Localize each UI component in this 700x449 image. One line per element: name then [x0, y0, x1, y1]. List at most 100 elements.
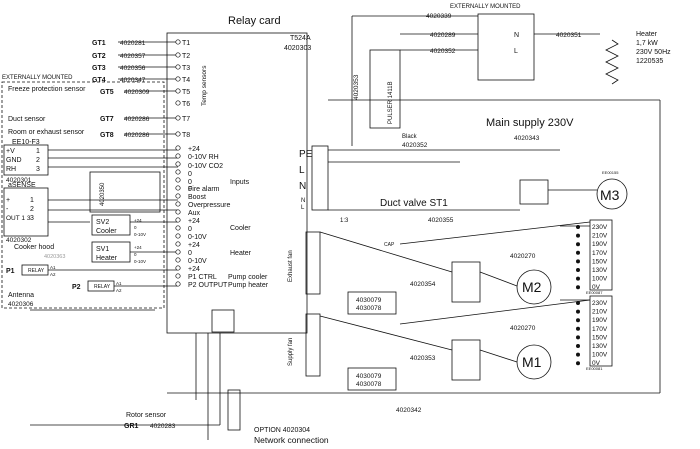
cooker-hood-label: Cooker hood: [14, 244, 54, 251]
terminal-dot: [175, 209, 181, 215]
sensor-gt1-tag: GT1: [92, 40, 106, 47]
pump-term-2: P2 OUTPUT: [188, 282, 228, 289]
duct-valve-cap: CAP: [384, 242, 395, 248]
heater-cable-out: 4020351: [556, 32, 582, 39]
terminal-dot: [175, 100, 181, 106]
terminal-dot: [175, 115, 181, 121]
ee10-pin-2: GND: [6, 157, 22, 164]
mains-term-pe: PE: [299, 149, 313, 160]
sv1-small-1: 0: [134, 252, 137, 257]
mains-terminal-block: [311, 145, 329, 211]
tap-dot: [576, 344, 580, 348]
mains-term-n2: N: [301, 198, 305, 204]
cooler-term-1: 0: [188, 226, 192, 233]
tap-label: 230V: [592, 224, 608, 231]
cooler-term-2: 0-10V: [188, 234, 207, 241]
mains-term-l2: L: [301, 205, 305, 211]
tap-dot: [576, 326, 580, 331]
terminal-dot: [175, 76, 181, 82]
tap-dot: [576, 335, 580, 340]
sv2-small-2: 0-10V: [134, 232, 146, 237]
in-term-fire: Fire alarm: [188, 186, 220, 193]
exhaust-fan-label: Exhaust fan: [288, 250, 294, 282]
exhaust-part-0: 4030079: [356, 297, 382, 304]
heater-term-1: 0: [188, 250, 192, 257]
heater-coil: [605, 39, 619, 85]
tap-label: 130V: [592, 267, 608, 274]
sensor-gt5-part: 4020309: [124, 89, 150, 96]
term-t1: T1: [182, 40, 190, 47]
exhaust-part-1: 4030078: [356, 305, 382, 312]
heater-text-3: 1220535: [636, 58, 663, 65]
motor-m3-code: EE00155: [602, 170, 619, 175]
ee10-pin-3: RH: [6, 166, 16, 173]
asense-num-1: 1: [30, 197, 34, 204]
pump-label-1: Pump heater: [228, 282, 269, 289]
heater-text-0: Heater: [636, 31, 658, 38]
rotor-tag: GR1: [124, 423, 139, 430]
sensor-gt3-part: 4020356: [120, 65, 146, 72]
sv2-small-0: +24: [134, 218, 142, 223]
asense-pin-2: -: [6, 206, 9, 213]
asense-part: 4020302: [6, 237, 32, 244]
ext-mounted-top: EXTERNALLY MOUNTED: [450, 4, 521, 10]
heater-text-2: 230V 50Hz: [636, 49, 671, 56]
cooler-label: Cooler: [230, 225, 251, 232]
ee10-num-2: 2: [36, 157, 40, 164]
sensor-gt7-part: 4020286: [124, 116, 150, 123]
black-part: 4020352: [402, 142, 428, 149]
ee10-num-3: 3: [36, 166, 40, 173]
supply-part-0: 4030079: [356, 373, 382, 380]
in-term-boost: Boost: [188, 194, 206, 201]
exhaust-code: EE00087: [586, 290, 603, 295]
tap-label: 170V: [592, 326, 608, 333]
asense-box: [3, 187, 49, 237]
heater-text-1: 1,7 kW: [636, 40, 658, 47]
sv1-small-2: 0-10V: [134, 259, 146, 264]
terminal-dot: [175, 257, 181, 263]
heater-label: Heater: [230, 250, 252, 257]
supply-part-1: 4030078: [356, 381, 382, 388]
supply-cable-a: 4020270: [510, 325, 536, 332]
supply-code: EE00081: [586, 366, 603, 371]
term-t8: T8: [182, 132, 190, 139]
tap-dot: [576, 285, 580, 290]
sv1-name: SV1: [96, 246, 109, 253]
ext-mounted-frame: [1, 81, 165, 309]
tap-label: 230V: [592, 300, 608, 307]
tap-label: 130V: [592, 343, 608, 350]
terminal-dot: [175, 217, 181, 223]
mains-term-n: N: [299, 181, 306, 192]
tap-label: 170V: [592, 250, 608, 257]
antenna-part: 4020306: [8, 301, 34, 308]
sensor-gt8-part: 4020286: [124, 132, 150, 139]
sensor-gt8-tag: GT8: [100, 132, 114, 139]
mains-cable: 4020343: [514, 135, 540, 142]
term-t5: T5: [182, 89, 190, 96]
terminal-dot: [175, 193, 181, 199]
term-t4: T4: [182, 77, 190, 84]
ee10-name: EE10-F3: [12, 139, 40, 146]
terminal-dot: [175, 265, 181, 271]
in-term-0: +24: [188, 146, 200, 153]
cable-4020353: 4020353: [353, 74, 360, 100]
pulser-box: [369, 49, 401, 129]
sensor-gt5-tag: GT5: [100, 89, 114, 96]
ext-mounted-left: EXTERNALLY MOUNTED: [2, 75, 73, 81]
sv1-sub: Heater: [96, 255, 118, 262]
tap-dot: [576, 268, 580, 272]
ee10-box: [3, 144, 49, 176]
supply-cable-b: 4020353: [410, 355, 436, 362]
terminal-dot: [175, 201, 181, 207]
network-connection: Network connection: [254, 435, 329, 445]
bottom-cable: 4020342: [396, 407, 422, 414]
asense-num-2: 2: [30, 206, 34, 213]
asense-pin-1: +: [6, 197, 10, 204]
rotor-label: Rotor sensor: [126, 412, 167, 419]
tap-label: 150V: [592, 258, 608, 265]
heater-cable-2: 4020352: [430, 48, 456, 55]
ee10-num-1: 1: [36, 148, 40, 155]
terminal-dot: [175, 225, 181, 231]
in-term-1: 0-10V RH: [188, 154, 219, 161]
supply-fan-bracket: [305, 313, 321, 377]
